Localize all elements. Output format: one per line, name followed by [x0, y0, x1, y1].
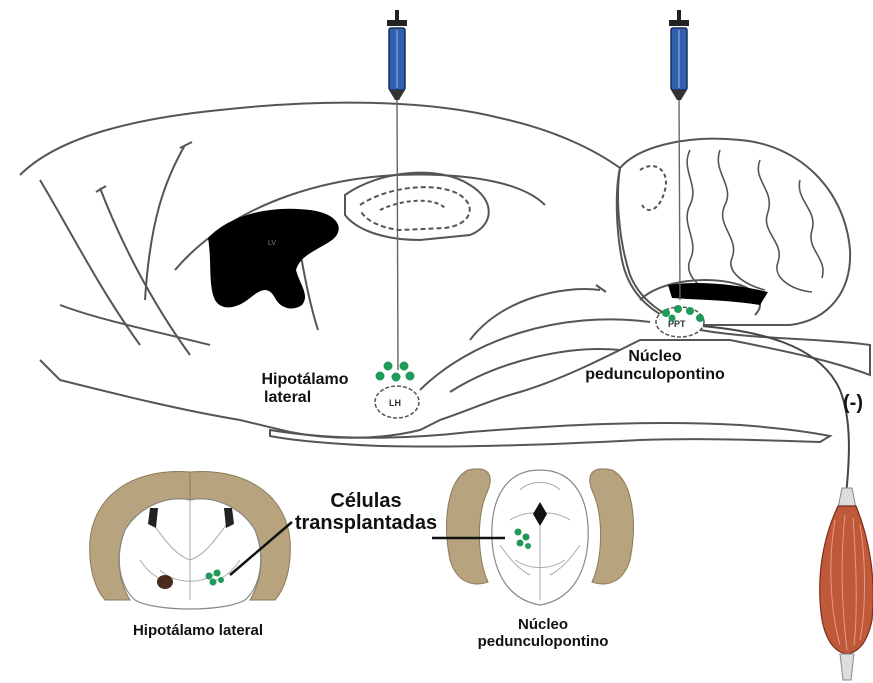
muscle-tendon-bottom: [840, 654, 854, 680]
lh-sagittal-label-line1: Hipotálamo: [258, 371, 352, 389]
ppt-sagittal-label-line1: Núcleo: [580, 348, 730, 366]
lh-tag: LH: [389, 398, 401, 408]
coronal-section-lh: [90, 472, 292, 609]
muscle-belly: [820, 506, 873, 654]
cells-label: Células transplantadas: [290, 490, 442, 535]
muscle: [820, 488, 873, 680]
ppt-coronal-label-line2: pedunculopontino: [468, 634, 618, 651]
ppt-coronal-label: Núcleo pedunculopontino: [468, 617, 618, 651]
tract-3: [470, 285, 606, 340]
coronal-lh-dark-left: [157, 575, 173, 589]
coronal-ppt-cortex-r: [590, 469, 634, 584]
lh-coronal-label: Hipotálamo lateral: [118, 623, 278, 640]
inhibition-label: (-): [838, 392, 868, 414]
ventricle-tag: LV: [268, 240, 276, 247]
cerebellum-folia: [687, 150, 823, 295]
ventral-outline: [270, 423, 830, 447]
syringe-ppt: [669, 10, 689, 300]
coronal-section-ppt: [432, 469, 633, 605]
coronal-ppt-cortex-l: [447, 469, 491, 584]
lh-sagittal-label: Hipotálamo lateral: [258, 371, 352, 407]
cells-label-line2: transplantadas: [290, 512, 442, 534]
cells-label-line1: Células: [290, 490, 442, 512]
ppt-sagittal-label: Núcleo pedunculopontino: [580, 348, 730, 384]
muscle-tendon-top: [838, 488, 856, 508]
sulcus-1: [40, 180, 140, 345]
hippocampus-inner-2: [380, 201, 445, 210]
sagittal-brain: [20, 103, 870, 505]
lh-sagittal-label-line2: lateral: [258, 389, 352, 407]
ppt-sagittal-label-line2: pedunculopontino: [580, 366, 730, 384]
sulcus-3: [145, 142, 192, 300]
lh-transplanted-cells: [376, 362, 415, 382]
syringe-lh: [387, 10, 407, 370]
cerebellum-inner: [640, 166, 666, 210]
hippocampus-inner: [360, 187, 470, 230]
lateral-ventricle: [208, 209, 339, 309]
ppt-coronal-label-line1: Núcleo: [468, 617, 618, 634]
